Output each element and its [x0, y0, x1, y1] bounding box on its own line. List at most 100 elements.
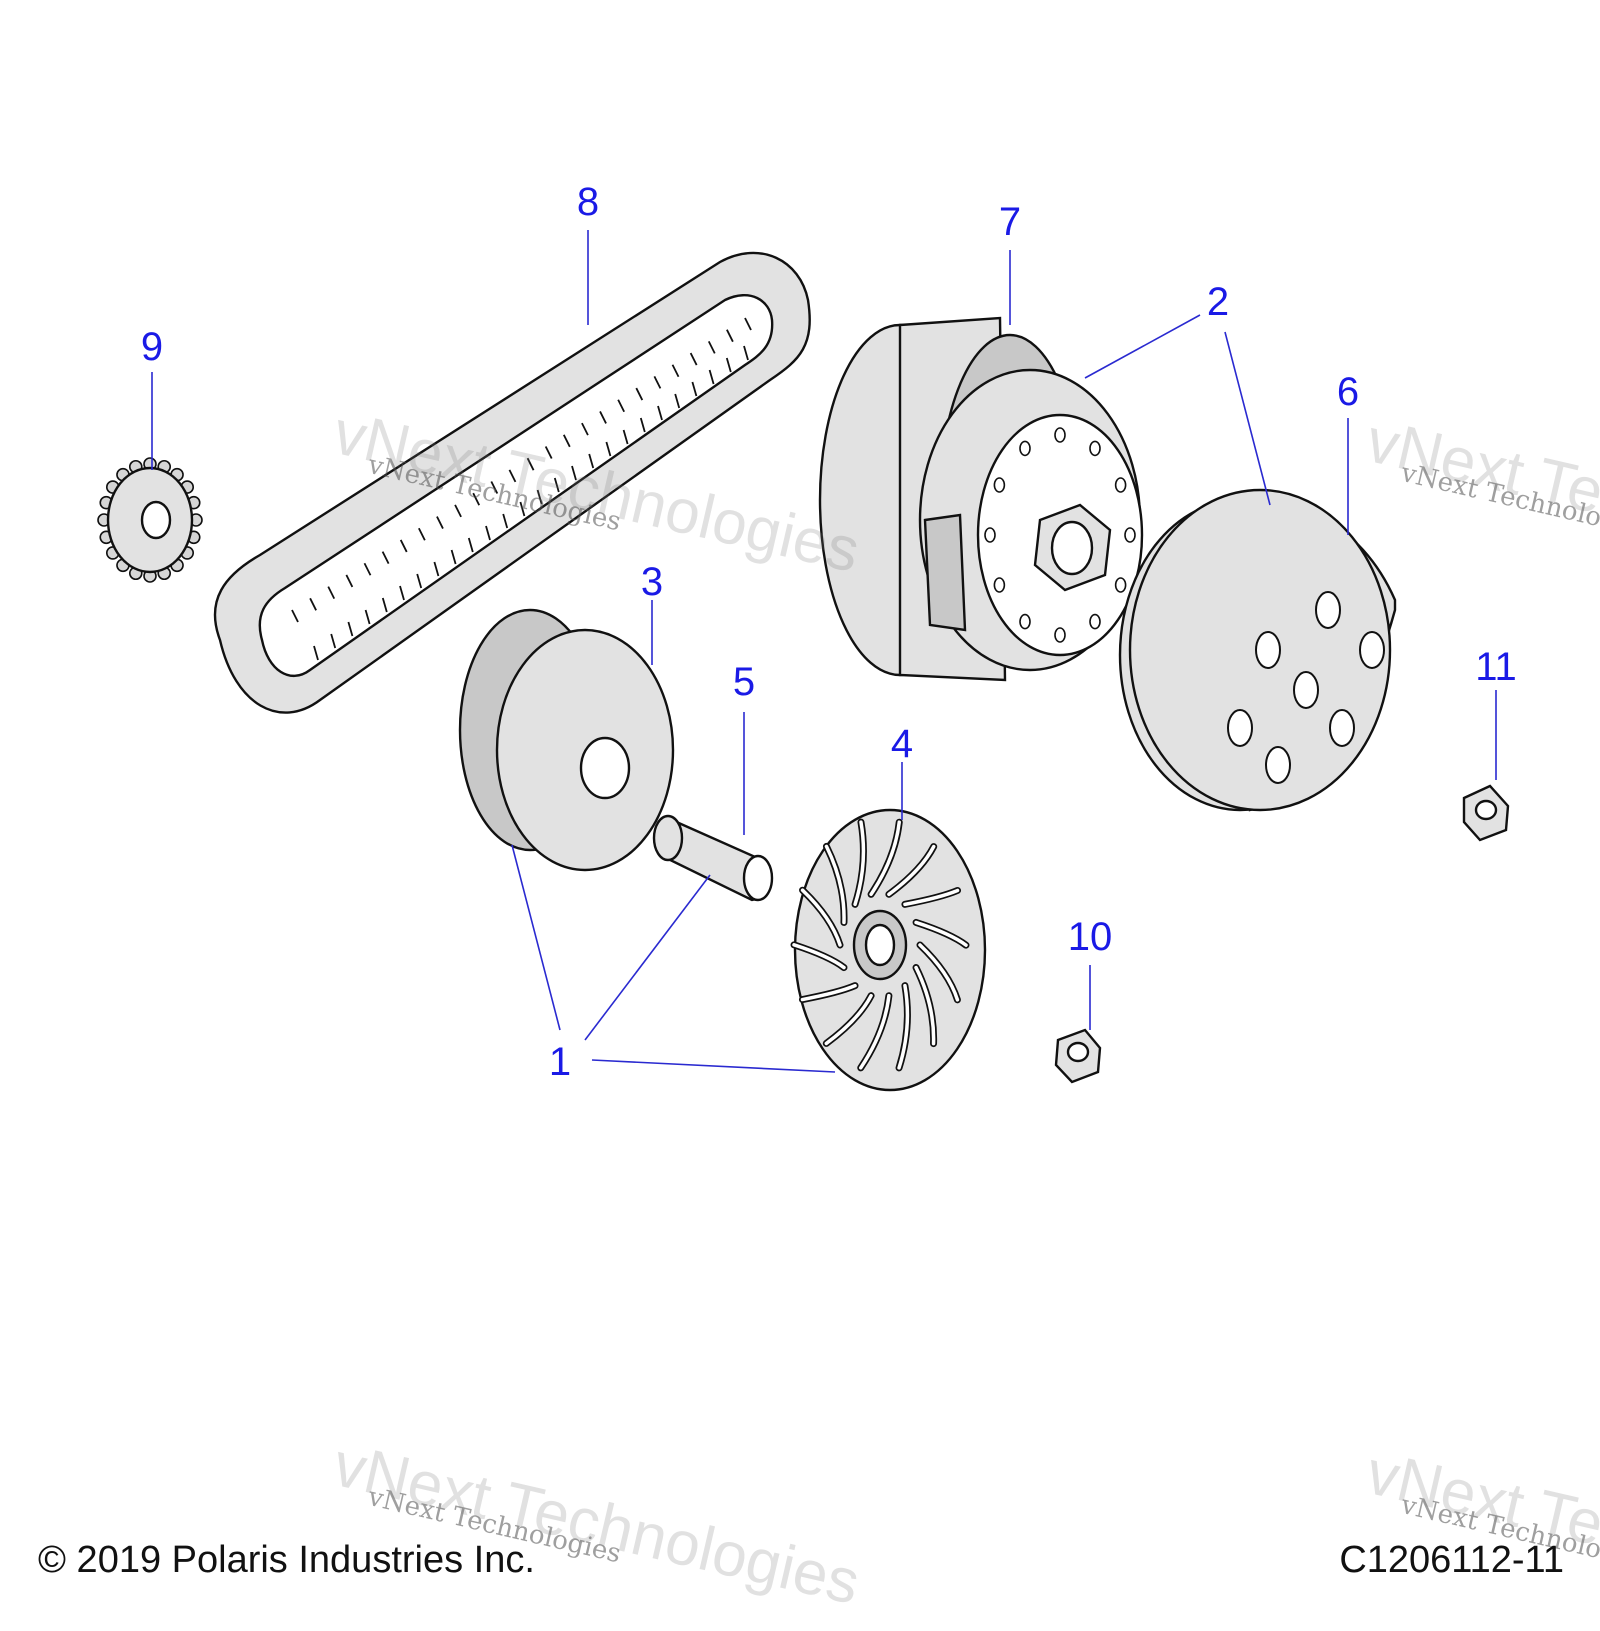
- belt-tooth: [364, 609, 371, 625]
- belt-tooth: [347, 621, 354, 637]
- belt-tooth: [467, 537, 474, 553]
- belt-tooth: [743, 345, 749, 361]
- nut-10: [1054, 1028, 1102, 1084]
- clutch-bolt-holes: [984, 427, 1136, 643]
- belt-tooth: [707, 340, 716, 354]
- belt-tooth: [653, 375, 662, 389]
- belt-tooth: [490, 481, 499, 494]
- cover-hole: [1359, 631, 1385, 669]
- belt-tooth: [345, 574, 354, 588]
- callout-10: 10: [1068, 915, 1113, 959]
- belt-tooth: [726, 329, 734, 343]
- clutch-cover: [1118, 488, 1397, 812]
- fan-blade-highlight: [824, 993, 873, 1046]
- callout-4: 4: [891, 722, 913, 766]
- belt-tooth: [622, 429, 629, 445]
- drive-belt: [213, 251, 811, 714]
- belt-tooth: [639, 417, 646, 433]
- clutch-hole: [1054, 627, 1066, 643]
- fan-blade-highlight: [800, 983, 857, 1002]
- belt-tooth: [454, 504, 462, 518]
- fan-blade-highlight: [903, 888, 960, 907]
- callout-7: 7: [999, 200, 1021, 244]
- clutch-hole: [1089, 440, 1101, 457]
- belt-tooth: [691, 381, 698, 397]
- clutch-hole: [1124, 527, 1136, 543]
- fan-pulley: [790, 808, 987, 1092]
- belt-tooth: [588, 453, 595, 469]
- belt-tooth: [508, 469, 517, 483]
- callout-3: 3: [641, 560, 663, 604]
- belt-tooth: [744, 317, 752, 331]
- clutch-assembly: [818, 316, 1144, 682]
- belt-tooth: [309, 597, 317, 611]
- belt-tooth: [581, 422, 589, 436]
- fan-blade-highlight: [853, 820, 866, 907]
- belt-tooth: [502, 513, 509, 529]
- fan-blade-highlight: [887, 844, 936, 897]
- cover-hole: [1329, 709, 1355, 747]
- clutch-hole: [1114, 477, 1127, 493]
- belt-tooth: [436, 516, 444, 529]
- leader-lines: [151, 230, 1497, 1073]
- belt-tooth: [433, 561, 440, 577]
- fan-blades: [790, 818, 970, 1072]
- belt-tooth: [363, 562, 372, 576]
- fan-blade-highlight: [914, 920, 968, 947]
- fan-blade-highlight: [859, 993, 891, 1070]
- belt-tooth: [399, 539, 408, 553]
- cover-hole: [1227, 709, 1253, 747]
- belt-tooth: [418, 527, 426, 541]
- clutch-hole: [993, 477, 1006, 493]
- belt-tooth: [313, 645, 319, 661]
- belt-tooth: [708, 369, 715, 385]
- belt-tooth: [291, 609, 299, 623]
- cover-hole: [1255, 631, 1281, 669]
- belt-tooth: [617, 399, 625, 413]
- clutch-hole: [993, 577, 1006, 593]
- belt-tooth: [399, 585, 405, 601]
- nut-11: [1462, 784, 1510, 842]
- clutch-hole: [1089, 613, 1101, 630]
- fan-blade-highlight: [800, 888, 842, 947]
- cover-hole: [1265, 746, 1291, 784]
- callout-9: 9: [141, 325, 163, 369]
- belt-tooth: [450, 549, 457, 565]
- callout-6: 6: [1337, 370, 1359, 414]
- callout-2: 2: [1207, 280, 1229, 324]
- cover-vent-holes: [1227, 591, 1385, 784]
- belt-tooth: [571, 465, 577, 481]
- clutch-hole: [1019, 440, 1031, 457]
- belt-tooth: [519, 501, 526, 517]
- callout-5: 5: [733, 660, 755, 704]
- cover-hole: [1315, 591, 1341, 629]
- belt-tooth: [671, 364, 680, 378]
- belt-tooth: [330, 633, 337, 649]
- callout-11: 11: [1475, 645, 1517, 689]
- belt-tooth: [605, 441, 612, 457]
- belt-tooth: [725, 357, 732, 373]
- fan-blade-highlight: [824, 844, 846, 925]
- callout-numbers: 1 2 3 4 5 6 7 8 9 10 11: [141, 180, 1517, 1084]
- belt-tooth: [327, 586, 336, 600]
- clutch-hole: [1114, 577, 1127, 593]
- clutch-hole: [1019, 613, 1031, 630]
- belt-tooth: [553, 477, 560, 493]
- belt-tooth: [635, 387, 644, 401]
- cover-hole: [1293, 671, 1319, 709]
- spacer-sleeve: [652, 814, 774, 902]
- belt-tooth: [562, 434, 571, 448]
- copyright-notice: © 2019 Polaris Industries Inc.: [38, 1539, 535, 1581]
- callout-1: 1: [549, 1040, 571, 1084]
- drive-gear: [97, 457, 203, 583]
- belt-tooth: [381, 551, 390, 565]
- fan-blade-highlight: [918, 943, 960, 1002]
- belt-teeth: [291, 317, 752, 661]
- fan-blade-highlight: [897, 983, 910, 1070]
- belt-tooth: [674, 393, 681, 409]
- clutch-hole: [984, 527, 996, 543]
- drawing-number: C1206112-11: [1339, 1539, 1564, 1581]
- belt-tooth: [599, 411, 607, 424]
- variator-face: [458, 608, 675, 872]
